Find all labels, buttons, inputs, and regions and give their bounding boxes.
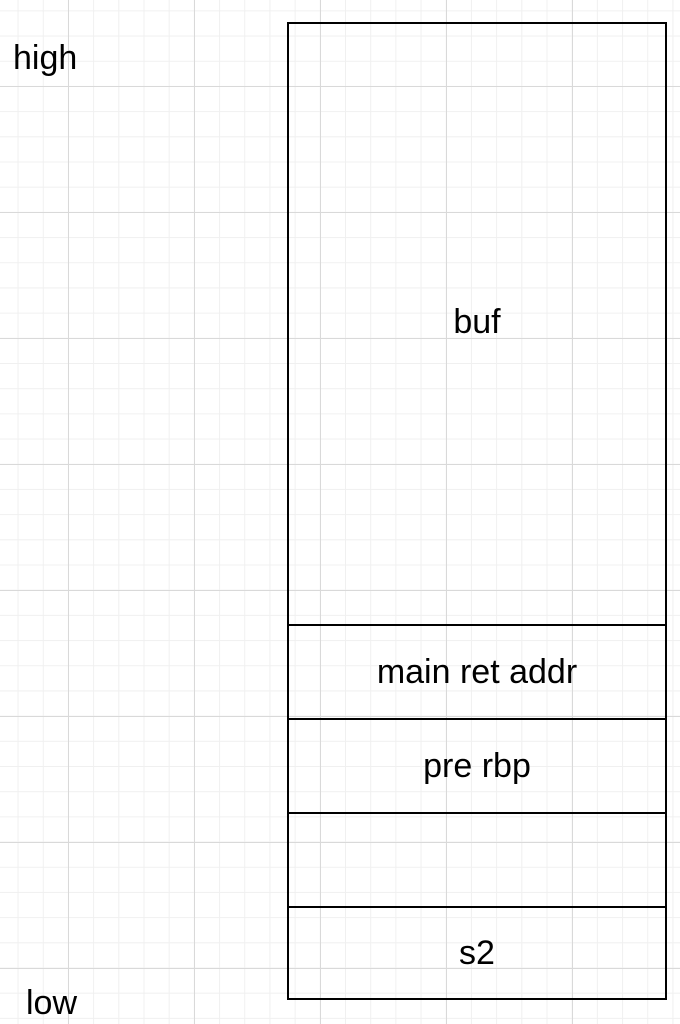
stack-slot-main-ret-addr: main ret addr (289, 624, 665, 718)
stack-slot-s2: s2 (289, 906, 665, 998)
stack-slot-pre-rbp: pre rbp (289, 718, 665, 812)
stack-slot-empty (289, 812, 665, 906)
address-high-label: high (13, 39, 78, 77)
stack-slot-buf: buf (453, 303, 501, 341)
stack-frame: buf main ret addr pre rbp s2 (287, 22, 667, 1000)
address-low-label: low (26, 984, 78, 1022)
